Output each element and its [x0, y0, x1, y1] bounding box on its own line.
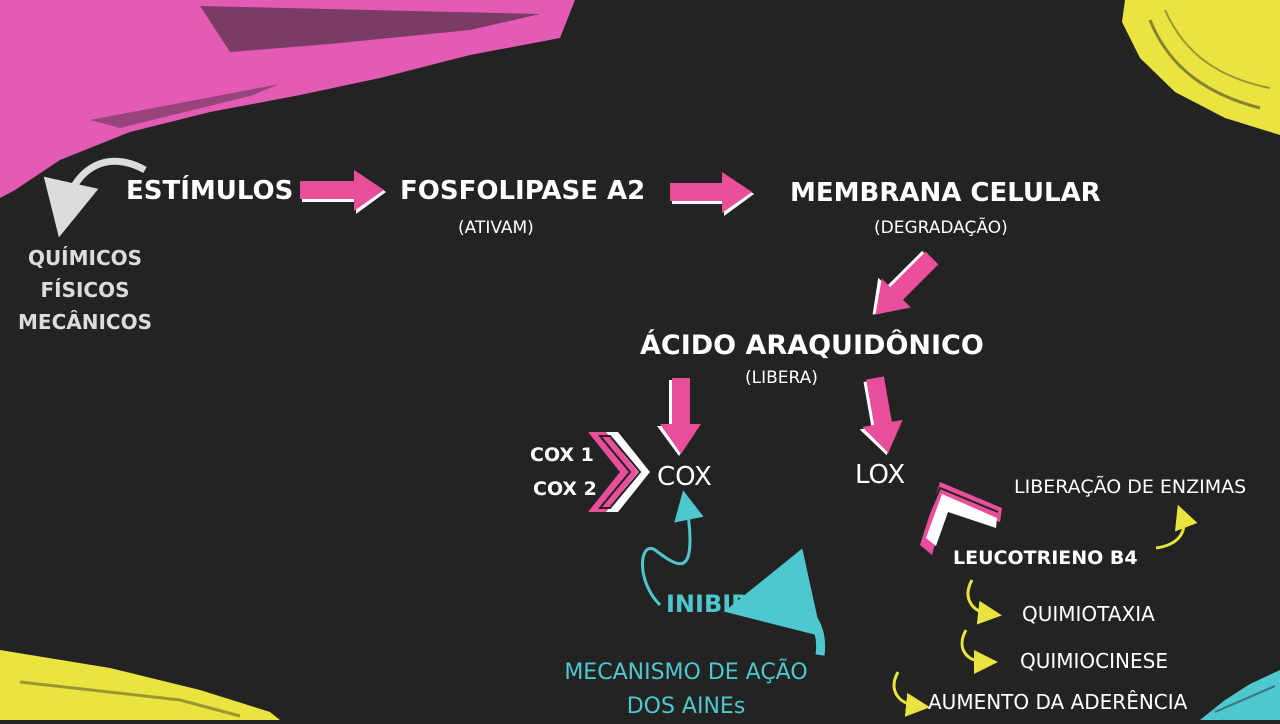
mecanismo-line-1: MECANISMO DE AÇÃO	[564, 660, 808, 685]
mecanismo-acao-label: MECANISMO DE AÇÃO DOS AINEs	[552, 656, 820, 724]
fosfolipase-label: FOSFOLIPASE A2	[400, 176, 646, 206]
leucotrieno-label: LEUCOTRIENO B4	[953, 547, 1138, 569]
quimiocinese-label: QUIMIOCINESE	[1020, 649, 1168, 673]
stimulus-types: QUÍMICOS FÍSICOS MECÂNICOS	[10, 242, 160, 338]
membrana-label: MEMBRANA CELULAR	[790, 178, 1101, 208]
liberacao-enzimas-label: LIBERAÇÃO DE ENZIMAS	[1014, 476, 1247, 498]
lox-label: LOX	[855, 460, 906, 490]
cox1-label: COX 1	[530, 444, 594, 466]
cox2-label: COX 2	[533, 478, 597, 500]
aderencia-label: AUMENTO DA ADERÊNCIA	[928, 690, 1188, 714]
yellow-brush-stroke-top	[1122, 0, 1280, 135]
stimulus-type-quimicos: QUÍMICOS	[27, 246, 143, 270]
cyan-brush-stroke	[1200, 670, 1280, 720]
degradacao-label: (DEGRADAÇÃO)	[874, 218, 1008, 238]
quimiotaxia-label: QUIMIOTAXIA	[1022, 602, 1155, 626]
inibir-label: INIBIR	[666, 590, 750, 618]
libera-label: (LIBERA)	[745, 368, 818, 388]
ativam-label: (ATIVAM)	[458, 218, 534, 238]
yellow-brush-stroke-bottom	[0, 650, 280, 720]
acido-araquidonico-label: ÁCIDO ARAQUIDÔNICO	[640, 330, 984, 361]
estimulos-label: ESTÍMULOS	[126, 176, 294, 206]
stimulus-type-fisicos: FÍSICOS	[40, 278, 130, 302]
magenta-brush-stroke	[0, 0, 575, 198]
mecanismo-line-2: DOS AINEs	[626, 694, 746, 719]
stimulus-type-mecanicos: MECÂNICOS	[18, 310, 152, 334]
cox-label: COX	[657, 462, 712, 492]
